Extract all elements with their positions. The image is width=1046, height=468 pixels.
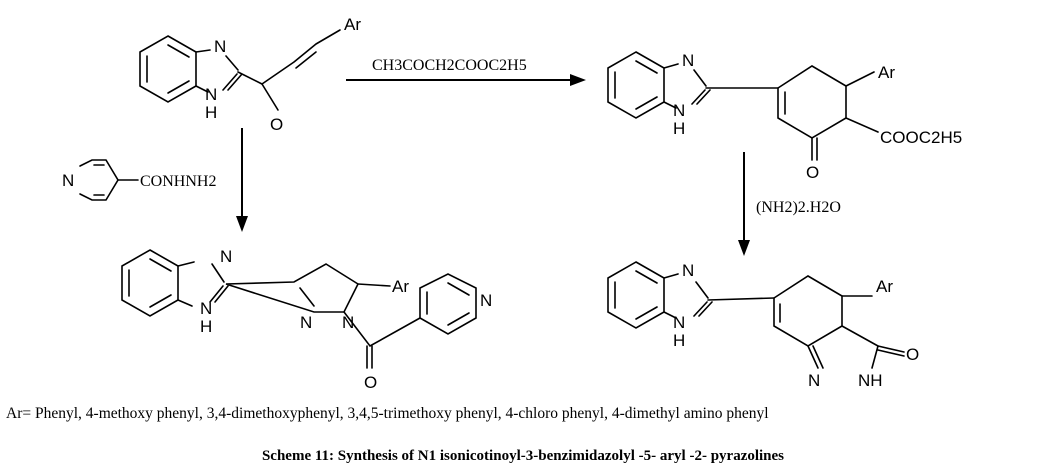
atom-n: N [682, 261, 694, 280]
atom-o: O [270, 115, 283, 134]
atom-h: H [200, 317, 212, 336]
atom-n: N [673, 101, 685, 120]
ester-group: COOC2H5 [880, 128, 962, 147]
reagent-isoniazid: CONHNH2 [140, 173, 216, 190]
atom-n: N [200, 299, 212, 318]
indazolone-nh: NH [858, 371, 883, 390]
aryl-substituent-note: Ar= Phenyl, 4-methoxy phenyl, 3,4-dimeth… [6, 405, 769, 422]
atom-ar: Ar [344, 15, 361, 34]
atom-h: H [205, 103, 217, 122]
atom-h: H [673, 119, 685, 138]
atom-n: N [205, 85, 217, 104]
pyrazoline-structure: N N H N N Ar N O [121, 247, 492, 392]
pyrazoline-n: N [342, 313, 354, 332]
atom-o: O [806, 163, 819, 182]
atom-o: O [364, 373, 377, 392]
atom-ar: Ar [878, 63, 895, 82]
reagent-hydrazine-hydrate: (NH2)2.H2O [756, 199, 841, 216]
indazolone-n: N [808, 371, 820, 390]
reaction-arrow-1: CH3COCH2COOC2H5 [346, 57, 586, 86]
reaction-arrow-3: (NH2)2.H2O [738, 152, 841, 256]
chalcone-structure: N N H O Ar [139, 15, 361, 134]
atom-ar: Ar [876, 277, 893, 296]
reaction-arrow-2: N CONHNH2 [62, 128, 248, 232]
pyrazoline-n: N [300, 313, 312, 332]
atom-n: N [214, 37, 226, 56]
pyridine-n: N [480, 291, 492, 310]
atom-n: N [220, 247, 232, 266]
atom-o: O [906, 345, 919, 364]
indazolone-structure: Ar N N H O N NH [607, 261, 919, 390]
atom-n: N [682, 51, 694, 70]
scheme-caption: Scheme 11: Synthesis of N1 isonicotinoyl… [262, 448, 784, 464]
atom-n: N [673, 313, 685, 332]
atom-ar: Ar [392, 277, 409, 296]
reagent-ethyl-acetoacetate: CH3COCH2COOC2H5 [372, 57, 527, 74]
cyclohexenone-structure: N N H O Ar COOC2H5 [607, 51, 962, 182]
atom-h: H [673, 331, 685, 350]
pyridine-n: N [62, 171, 74, 190]
